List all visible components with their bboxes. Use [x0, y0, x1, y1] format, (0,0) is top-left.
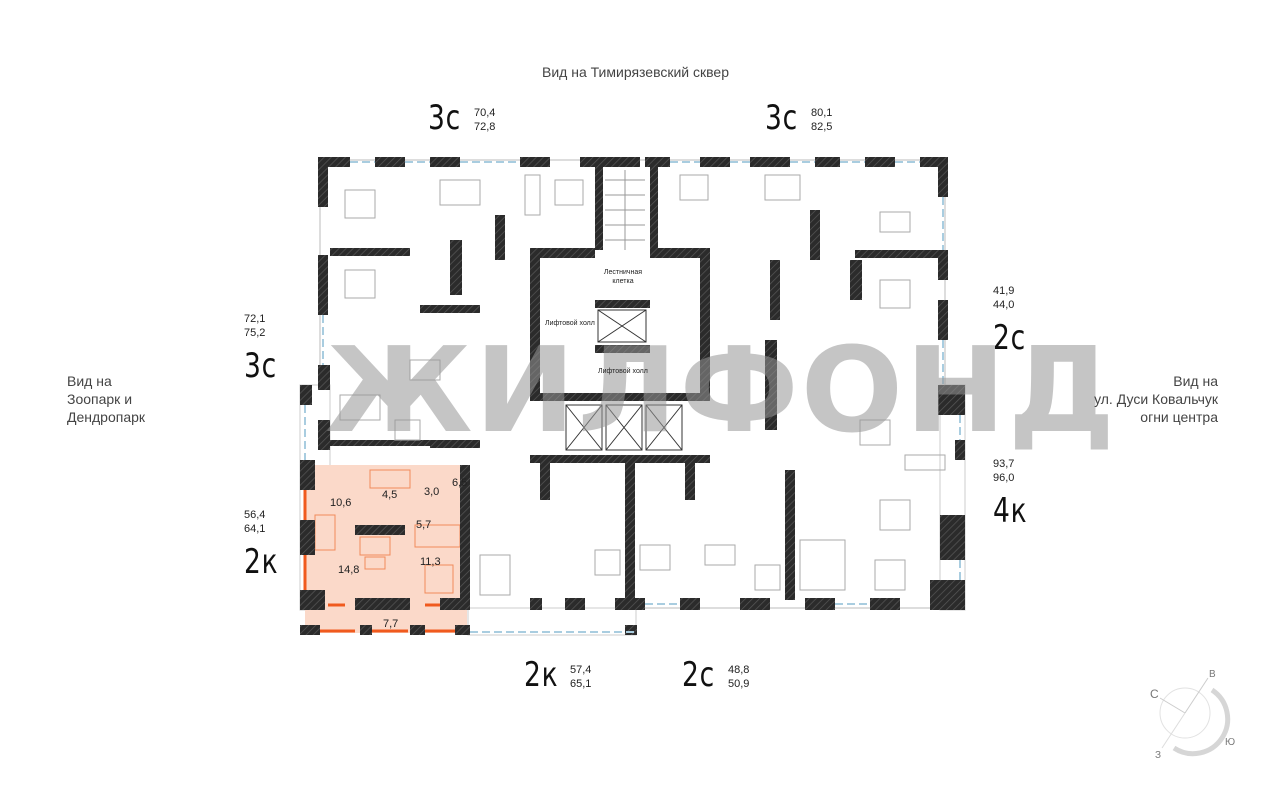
room-area: 3,0: [424, 486, 440, 498]
room-area: 5,7: [416, 519, 432, 531]
furniture: [339, 174, 946, 596]
room-area: 4,5: [382, 489, 398, 501]
room-area: 10,6: [330, 497, 352, 509]
compass-rose-icon: [1159, 677, 1231, 757]
view-label-top: Вид на Тимирязевский сквер: [542, 64, 729, 80]
lift-hall-label: Лифтовой холл: [598, 368, 648, 375]
room-area: 14,8: [338, 564, 360, 576]
room-area: 11,3: [420, 556, 441, 568]
room-area: 6,5: [452, 477, 468, 489]
compass: С В Ю З: [1140, 660, 1250, 770]
elevators: [565, 170, 683, 451]
room-area: 7,7: [383, 618, 399, 630]
windows: [304, 161, 961, 633]
walls: [300, 157, 965, 635]
watermark: ЖИЛФОНД: [325, 321, 1118, 459]
lift-hall-label: Лифтовой холл: [545, 320, 595, 327]
